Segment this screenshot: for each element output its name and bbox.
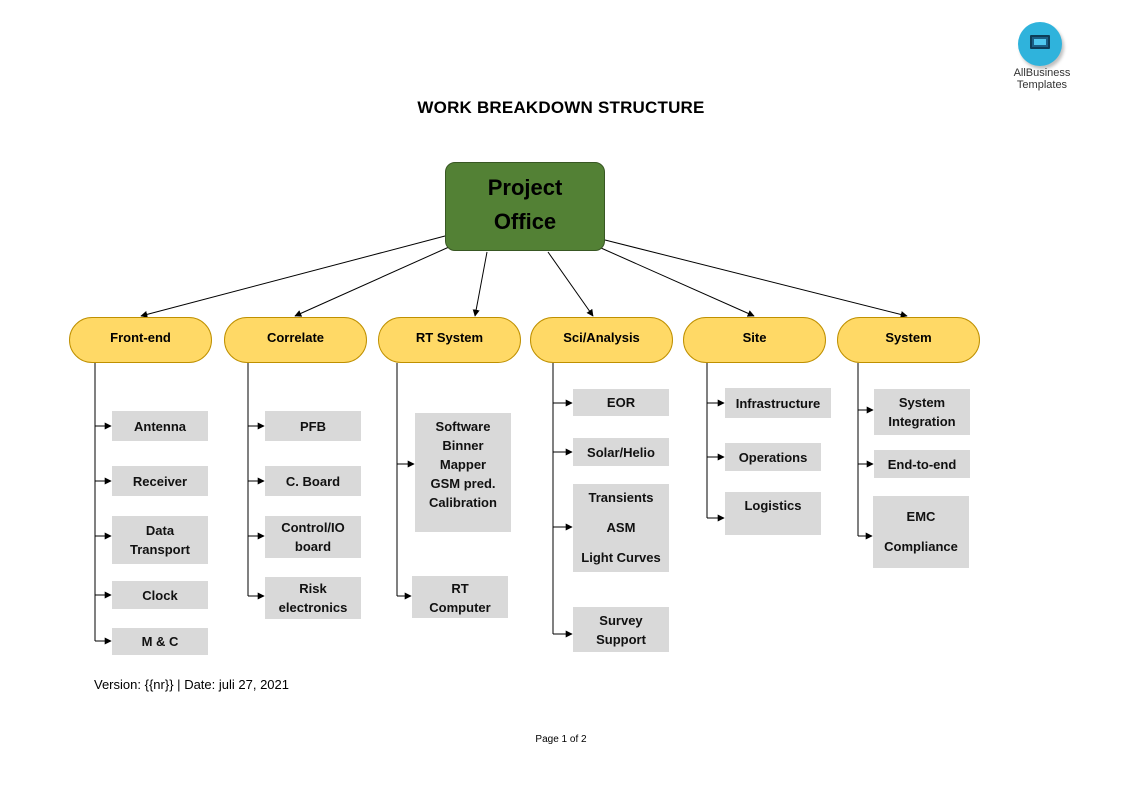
laptop-icon xyxy=(1018,22,1062,66)
category-rt-system: RT System xyxy=(378,317,521,363)
leaf-transients: Transients ASM Light Curves xyxy=(573,484,669,572)
leaf-eor: EOR xyxy=(573,389,669,416)
leaf-m-and-c: M & C xyxy=(112,628,208,655)
category-system: System xyxy=(837,317,980,363)
category-site: Site xyxy=(683,317,826,363)
leaf-pfb: PFB xyxy=(265,411,361,441)
page-number: Page 1 of 2 xyxy=(535,734,587,745)
category-correlate: Correlate xyxy=(224,317,367,363)
root-arrow-frontend xyxy=(140,235,446,318)
leaf-antenna: Antenna xyxy=(112,411,208,441)
leaf-logistics: Logistics xyxy=(725,492,821,535)
root-arrow-system xyxy=(604,239,908,318)
node-project-office: Project Office xyxy=(445,162,605,251)
version-value: {{nr}} xyxy=(144,677,174,692)
leaf-receiver: Receiver xyxy=(112,466,208,496)
logo-text: AllBusiness Templates xyxy=(1013,67,1071,91)
category-sci-analysis: Sci/Analysis xyxy=(530,317,673,363)
leaf-solar-helio: Solar/Helio xyxy=(573,438,669,466)
root-arrow-sci xyxy=(547,251,594,317)
leaf-c-board: C. Board xyxy=(265,466,361,496)
page-title: WORK BREAKDOWN STRUCTURE xyxy=(417,98,705,117)
version-date-footer: Version: {{nr}} | Date: juli 27, 2021 xyxy=(94,677,290,692)
leaf-rt-software: Software Binner Mapper GSM pred. Calibra… xyxy=(415,413,511,532)
leaf-operations: Operations xyxy=(725,443,821,471)
leaf-infrastructure: Infrastructure xyxy=(725,388,831,418)
category-frontend: Front-end xyxy=(69,317,212,363)
root-arrow-correlate xyxy=(294,246,450,317)
root-arrow-rtsystem xyxy=(472,251,488,317)
leaf-end-to-end: End-to-end xyxy=(874,450,970,478)
allbusiness-templates-logo: AllBusiness Templates xyxy=(1004,22,1080,94)
root-arrow-site xyxy=(600,247,755,317)
leaf-clock: Clock xyxy=(112,581,208,609)
date-value: juli 27, 2021 xyxy=(218,677,290,692)
